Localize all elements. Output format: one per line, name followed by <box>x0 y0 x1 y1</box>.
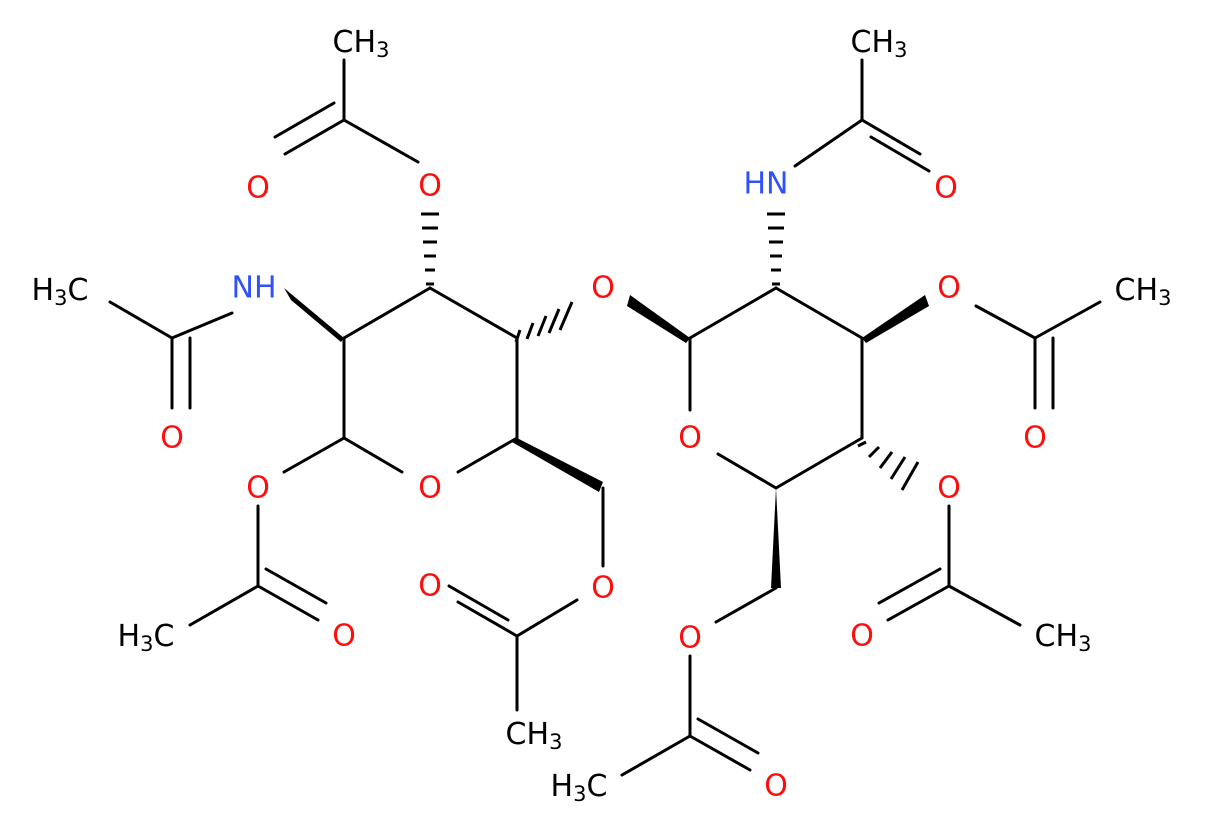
bond <box>947 584 1022 627</box>
oxygen-label: O <box>1023 421 1047 456</box>
wedge-bond <box>627 295 690 343</box>
wedge-bond <box>512 438 603 492</box>
oxygen-label: O <box>591 271 615 306</box>
methyl-label: CH3 <box>1035 619 1092 657</box>
nh-label: NH <box>232 271 277 306</box>
bond <box>860 118 922 156</box>
bond <box>974 304 1037 340</box>
bond <box>342 436 404 474</box>
oxygen-label: O <box>246 171 270 206</box>
ring-oxygen-label: O <box>678 421 702 456</box>
methyl-label: CH3 <box>333 25 390 63</box>
bond <box>170 311 234 340</box>
methyl-label: CH3 <box>1115 273 1172 311</box>
oxygen-label: O <box>246 471 270 506</box>
ring-oxygen-label: O <box>418 471 442 506</box>
hash <box>525 322 535 340</box>
oxygen-label: O <box>937 271 961 306</box>
bond <box>456 600 519 638</box>
oxygen-label: O <box>937 471 961 506</box>
bond <box>256 584 320 622</box>
hash <box>547 308 561 334</box>
oxygen-label: O <box>934 171 958 206</box>
bond <box>108 300 174 340</box>
methyl-label: H3C <box>118 619 175 657</box>
methyl-label: H3C <box>32 273 89 311</box>
hash <box>900 461 920 491</box>
hash <box>878 451 894 469</box>
bond <box>342 118 420 164</box>
bond <box>688 286 778 340</box>
bond <box>264 567 328 605</box>
oxygen-label: O <box>764 769 788 804</box>
bond <box>774 436 864 490</box>
hash <box>558 301 574 331</box>
bond <box>273 101 336 139</box>
bond <box>428 286 519 340</box>
hn-label: HN <box>744 167 789 202</box>
bond <box>620 734 692 777</box>
hash <box>867 445 881 459</box>
bond <box>447 584 510 622</box>
wedge-bond <box>771 488 781 588</box>
oxygen-label: O <box>850 619 874 654</box>
atom-labels: CH3 CH3 H3C CH3 H3C CH3 CH3 H3C NH HN O … <box>32 25 1172 807</box>
bond <box>456 436 519 474</box>
bond <box>188 584 260 627</box>
wedge-bond <box>284 288 344 342</box>
bond <box>877 567 942 605</box>
bond <box>342 286 432 340</box>
oxygen-label: O <box>591 571 615 606</box>
wedge-bonds <box>284 288 929 588</box>
bond <box>283 118 346 156</box>
methyl-label: CH3 <box>851 25 908 63</box>
hash <box>889 456 907 480</box>
oxygen-label: O <box>418 169 442 204</box>
bond <box>793 118 864 168</box>
bond <box>282 436 346 474</box>
bond <box>774 286 864 340</box>
oxygen-label: O <box>160 421 184 456</box>
methyl-label: H3C <box>551 769 608 807</box>
methyl-label: CH3 <box>506 717 563 755</box>
hash <box>514 329 522 343</box>
oxygen-label: O <box>332 619 356 654</box>
bonds <box>108 58 1102 777</box>
hash <box>536 315 548 337</box>
hash <box>857 440 867 448</box>
bond <box>869 135 931 173</box>
bond <box>1033 300 1102 340</box>
wedge-bond <box>862 295 929 343</box>
bond <box>716 452 778 490</box>
bond <box>696 717 760 755</box>
bond <box>714 586 778 624</box>
oxygen-label: O <box>418 569 442 604</box>
bond <box>886 584 951 622</box>
oxygen-label: O <box>678 621 702 656</box>
hashed-bonds <box>421 212 920 491</box>
bond <box>688 734 752 772</box>
bond <box>515 598 579 638</box>
